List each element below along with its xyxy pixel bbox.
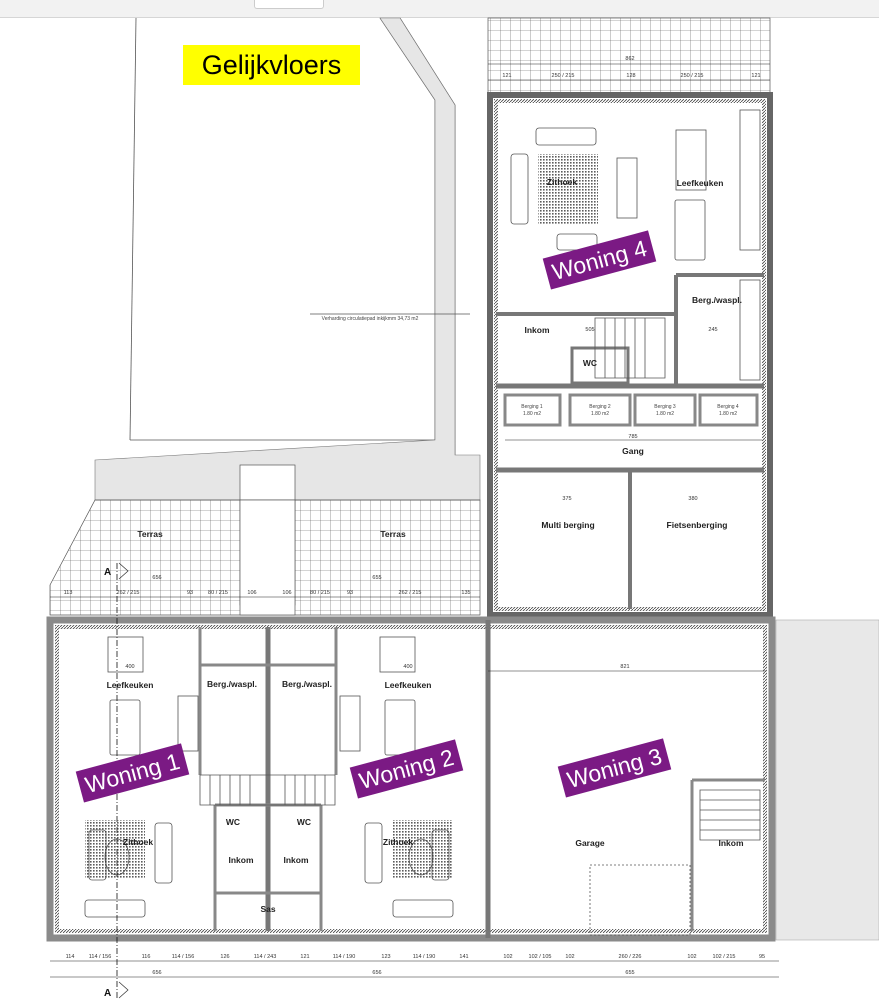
dim-label: 114 / 156 [89,954,112,960]
dim-label: 113 [64,590,73,596]
dim-label: 114 / 156 [172,954,195,960]
dim-terras-2: 655 [372,575,381,581]
room-wc-w1: WC [226,817,240,827]
viewer-toolbar [0,0,879,18]
dim-inkom: 505 [585,327,594,333]
dim-label: 102 / 105 [529,954,552,960]
dim-w1: 400 [125,664,134,670]
dim-label: 93 [187,590,193,596]
dim-label: 114 / 243 [254,954,277,960]
room-berg-w4: Berg./waspl. [692,295,742,305]
room-leefkeuken-w4: Leefkeuken [677,178,724,188]
dim-label: 114 / 190 [333,954,356,960]
dim-label: 102 / 215 [713,954,736,960]
dim-fiets: 380 [688,496,697,502]
woning-4-plan [487,92,773,618]
dim-label: 121 [300,954,309,960]
dim-label: 123 [381,954,390,960]
room-inkom-w3: Inkom [718,838,743,848]
berging-4-area: 1.80 m2 [719,411,737,417]
dim-multi: 375 [562,496,571,502]
room-gang: Gang [622,446,644,456]
section-arrow-icon [118,562,129,580]
room-berg-w2: Berg./waspl. [282,679,332,689]
page-title: Gelijkvloers [183,45,360,85]
paving-path [94,17,481,501]
dim-gang: 785 [628,434,637,440]
room-inkom-w4: Inkom [524,325,549,335]
dim-label: 250 / 215 [552,73,575,79]
terras-1: Terras [137,529,163,539]
dim-label: 655 [625,970,634,976]
dim-label: 80 / 215 [310,590,330,596]
dim-label: 102 [565,954,574,960]
dim-label: 114 / 190 [413,954,436,960]
room-zithoek-w1: Zithoek [123,837,153,847]
terras-dimensions: 113 262 / 215 93 80 / 215 106 106 80 / 2… [50,590,480,598]
paving-note: Verharding circulatiepad inkijkmm 34,73 … [322,316,419,322]
room-berg-w1: Berg./waspl. [207,679,257,689]
room-wc-w2: WC [297,817,311,827]
dim-label: 128 [626,73,635,79]
dim-label: 262 / 215 [117,590,140,596]
section-arrow-icon [118,981,129,999]
room-leefkeuken-w2: Leefkeuken [385,680,432,690]
dim-label: 106 [247,590,256,596]
dim-label: 862 [625,56,634,62]
garden-top [487,17,771,94]
dim-label: 656 [152,970,161,976]
dim-label: 126 [220,954,229,960]
dim-label: 114 [66,954,75,960]
room-wc-w4: WC [583,358,597,368]
dim-label: 93 [347,590,353,596]
dim-label: 260 / 226 [619,954,642,960]
dim-label: 121 [751,73,760,79]
room-multi-berging: Multi berging [541,520,594,530]
room-zithoek-w4: Zithoek [547,177,577,187]
room-zithoek-w2: Zithoek [383,837,413,847]
dim-label: 262 / 215 [399,590,422,596]
dim-label: 102 [503,954,512,960]
dim-terras-1: 656 [152,575,161,581]
berging-3-area: 1.80 m2 [656,411,674,417]
dim-w2: 400 [403,664,412,670]
section-marker-bottom: A [104,988,111,999]
dim-label: 95 [759,954,765,960]
room-garage-w3: Garage [575,838,605,848]
section-marker-top: A [104,567,111,578]
neighbour-area [775,619,879,941]
room-leefkeuken-w1: Leefkeuken [107,680,154,690]
dim-label: 106 [282,590,291,596]
room-sas: Sas [260,904,275,914]
room-inkom-w2: Inkom [283,855,308,865]
berging-1-name: Berging 1 [521,404,543,410]
terras-2: Terras [380,529,406,539]
room-inkom-w1: Inkom [228,855,253,865]
dim-label: 80 / 215 [208,590,228,596]
berging-2-name: Berging 2 [589,404,611,410]
dim-w3: 821 [620,664,629,670]
dim-berg: 245 [708,327,717,333]
room-fietsenberging: Fietsenberging [667,520,728,530]
dim-label: 250 / 215 [681,73,704,79]
dim-label: 141 [459,954,468,960]
berging-1-area: 1.80 m2 [523,411,541,417]
dim-label: 121 [502,73,511,79]
dim-label: 116 [142,954,151,960]
top-dimensions: 862 121 250 / 215 128 250 / 215 121 [488,56,770,81]
berging-4-name: Berging 4 [717,404,739,410]
viewer-tab[interactable] [254,0,324,9]
berging-2-area: 1.80 m2 [591,411,609,417]
dim-label: 135 [461,590,470,596]
bottom-dimensions: 114 114 / 156 116 114 / 156 126 114 / 24… [50,954,779,978]
berging-3-name: Berging 3 [654,404,676,410]
dim-label: 656 [372,970,381,976]
dim-label: 102 [687,954,696,960]
